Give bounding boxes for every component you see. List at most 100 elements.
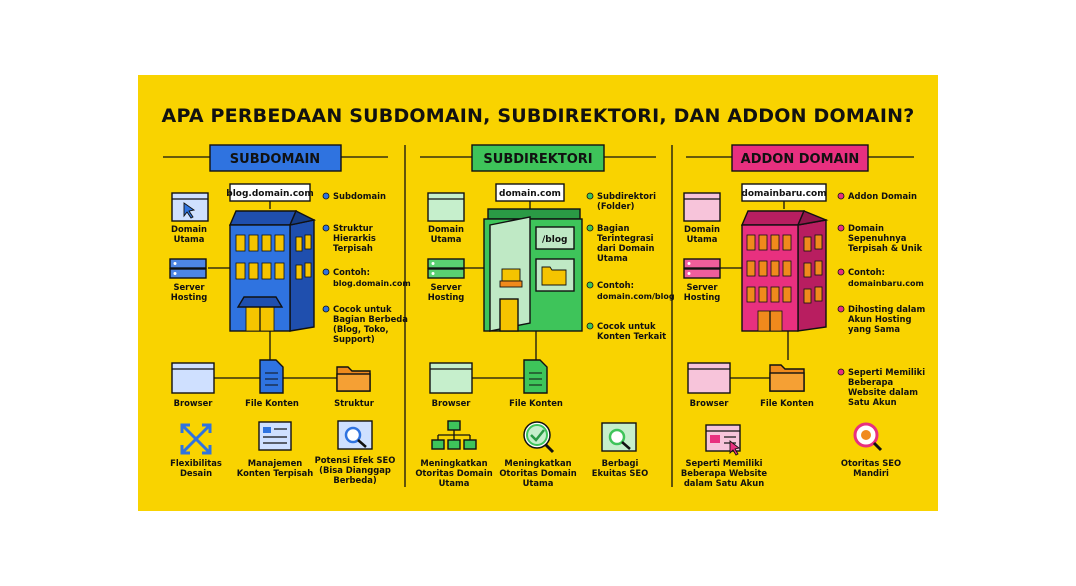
- label-file-konten: File Konten: [245, 398, 299, 408]
- infographic-canvas: APA PERBEDAAN SUBDOMAIN, SUBDIREKTORI, D…: [162, 105, 926, 488]
- label-domain-utama: Domain: [684, 224, 720, 234]
- hierarchy-icon: [431, 420, 477, 450]
- check-magnifier-icon: [523, 421, 555, 454]
- folder-icon: [769, 364, 805, 392]
- svg-text:Seperti Memiliki: Seperti Memiliki: [848, 367, 925, 377]
- bullet-list: Addon Domain Domain Sepenuhnya Terpisah …: [837, 191, 925, 407]
- svg-text:Otoritas Domain: Otoritas Domain: [499, 468, 576, 478]
- feature-flexibilitas: Flexibilitas: [170, 458, 222, 468]
- svg-text:Cocok untuk: Cocok untuk: [597, 321, 656, 331]
- browser-icon: [427, 192, 465, 222]
- label-server-hosting: Server: [686, 282, 718, 292]
- svg-text:Berbeda): Berbeda): [333, 475, 377, 485]
- svg-text:Beberapa: Beberapa: [848, 377, 893, 387]
- browser-icon: [429, 362, 473, 394]
- column-addon-domain: ADDON DOMAIN domainbaru.com Domain Utama: [681, 144, 925, 488]
- svg-text:Hosting: Hosting: [428, 292, 465, 302]
- header-addon-domain-label: ADDON DOMAIN: [741, 152, 860, 167]
- label-domain-utama: Domain: [171, 224, 207, 234]
- svg-text:Otoritas Domain: Otoritas Domain: [415, 468, 492, 478]
- svg-text:Contoh:: Contoh:: [597, 280, 634, 290]
- feature-otoritas-1: Meningkatkan: [420, 458, 487, 468]
- feature-otoritas-seo: Otoritas SEO: [841, 458, 901, 468]
- label-server-hosting: Server: [430, 282, 462, 292]
- building-icon: [740, 210, 829, 332]
- column-subdirektori: SUBDIREKTORI domain.com /blog Domain Uta…: [415, 144, 675, 488]
- seo-search-icon: [601, 422, 637, 452]
- browser-icon: [171, 362, 215, 394]
- svg-text:Contoh:: Contoh:: [333, 267, 370, 277]
- svg-text:Dihosting dalam: Dihosting dalam: [848, 304, 925, 314]
- svg-text:Subdirektori: Subdirektori: [597, 191, 656, 201]
- feature-otoritas-2: Meningkatkan: [504, 458, 571, 468]
- content-list-icon: [258, 421, 292, 451]
- bullet-list: Subdomain Struktur Hierarkis Terpisah Co…: [322, 191, 411, 344]
- svg-text:Ekuitas SEO: Ekuitas SEO: [592, 468, 649, 478]
- label-browser: Browser: [432, 398, 472, 408]
- svg-text:Addon Domain: Addon Domain: [848, 191, 917, 201]
- header-subdomain: [209, 144, 342, 172]
- bullet-list: Subdirektori (Folder) Bagian Terintegras…: [586, 191, 675, 341]
- svg-text:Hosting: Hosting: [684, 292, 721, 302]
- label-server-hosting: Server: [173, 282, 205, 292]
- browser-icon: [683, 192, 721, 222]
- svg-text:Konten Terpisah: Konten Terpisah: [237, 468, 314, 478]
- svg-text:Desain: Desain: [180, 468, 212, 478]
- url-box-label: blog.domain.com: [226, 189, 313, 199]
- url-box-label: domainbaru.com: [741, 189, 826, 199]
- arrows-icon: [180, 423, 212, 455]
- infographic-poster: APA PERBEDAAN SUBDOMAIN, SUBDIREKTORI, D…: [138, 75, 938, 511]
- feature-ekuitas-seo: Berbagi: [602, 458, 639, 468]
- svg-text:(Folder): (Folder): [597, 201, 635, 211]
- folder-label: /blog: [542, 235, 567, 245]
- header-addon-domain: [731, 144, 869, 172]
- server-icon: [169, 258, 207, 279]
- poster-title: APA PERBEDAAN SUBDOMAIN, SUBDIREKTORI, D…: [162, 105, 915, 127]
- file-icon: [523, 359, 548, 394]
- svg-text:Konten Terkait: Konten Terkait: [597, 331, 666, 341]
- feature-seperti-memiliki: Seperti Memiliki: [685, 458, 762, 468]
- svg-text:Domain: Domain: [848, 223, 884, 233]
- server-icon: [683, 258, 721, 279]
- cursor-icon: [183, 202, 196, 219]
- url-box-label: domain.com: [499, 189, 561, 199]
- svg-text:Utama: Utama: [523, 478, 554, 488]
- svg-text:Bagian Berbeda: Bagian Berbeda: [333, 314, 408, 324]
- browser-icon: [687, 362, 731, 394]
- svg-text:dalam Satu Akun: dalam Satu Akun: [684, 478, 764, 488]
- svg-text:(Bisa Dianggap: (Bisa Dianggap: [319, 465, 391, 475]
- svg-text:Utama: Utama: [174, 234, 205, 244]
- feature-manajemen: Manajemen: [248, 458, 303, 468]
- svg-text:Beberapa Website: Beberapa Website: [681, 468, 768, 478]
- svg-text:Hosting: Hosting: [171, 292, 208, 302]
- label-browser: Browser: [690, 398, 730, 408]
- label-file-konten: File Konten: [760, 398, 814, 408]
- svg-text:domain.com/blog: domain.com/blog: [597, 292, 675, 301]
- svg-text:Utama: Utama: [687, 234, 718, 244]
- feature-potensi-seo: Potensi Efek SEO: [315, 455, 396, 465]
- server-icon: [427, 258, 465, 279]
- svg-text:blog.domain.com: blog.domain.com: [333, 279, 411, 288]
- svg-text:Sepenuhnya: Sepenuhnya: [848, 233, 906, 243]
- label-domain-utama: Domain: [428, 224, 464, 234]
- column-subdomain: SUBDOMAIN blog.domain.com Domain U: [163, 144, 411, 485]
- svg-text:Akun Hosting: Akun Hosting: [848, 314, 911, 324]
- building-icon: /blog: [483, 208, 583, 332]
- svg-text:Struktur: Struktur: [333, 223, 374, 233]
- label-file-konten: File Konten: [509, 398, 563, 408]
- svg-text:Utama: Utama: [439, 478, 470, 488]
- svg-text:yang Sama: yang Sama: [848, 324, 900, 334]
- svg-text:Contoh:: Contoh:: [848, 267, 885, 277]
- label-struktur: Struktur: [334, 398, 375, 408]
- svg-text:Utama: Utama: [431, 234, 462, 244]
- svg-text:Support): Support): [333, 334, 375, 344]
- svg-text:dari Domain: dari Domain: [597, 243, 655, 253]
- svg-text:Utama: Utama: [597, 253, 628, 263]
- label-browser: Browser: [174, 398, 214, 408]
- header-subdirektori: [471, 144, 605, 172]
- svg-text:Subdomain: Subdomain: [333, 191, 386, 201]
- header-subdomain-label: SUBDOMAIN: [230, 152, 320, 167]
- svg-text:Terintegrasi: Terintegrasi: [597, 233, 654, 243]
- svg-text:Terpisah: Terpisah: [333, 243, 373, 253]
- svg-text:Cocok untuk: Cocok untuk: [333, 304, 392, 314]
